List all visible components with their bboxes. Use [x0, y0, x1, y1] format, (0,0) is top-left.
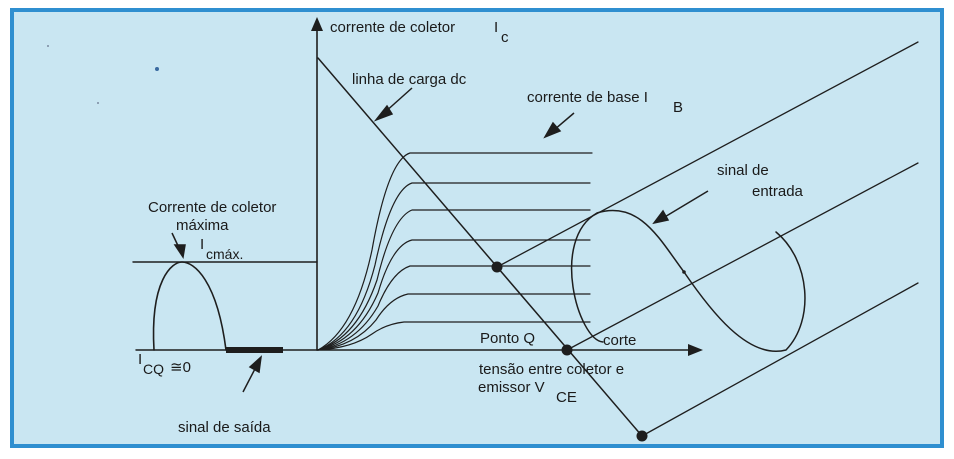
- speck: [47, 45, 49, 47]
- ic-symbol: I: [494, 19, 498, 36]
- ic-axis: [311, 17, 323, 351]
- dc-load-line: [317, 57, 643, 437]
- wave-tick: [682, 270, 686, 274]
- speck: [97, 102, 99, 104]
- characteristic-curves: [317, 152, 593, 351]
- input-signal-label-1: sinal de: [717, 162, 769, 179]
- base-current-label: corrente de base I: [527, 89, 648, 106]
- vce-subscript: CE: [556, 389, 577, 406]
- icq-subscript: CQ: [143, 361, 164, 377]
- input-signal-label-2: entrada: [752, 183, 804, 200]
- input-axis-upper: [496, 41, 919, 268]
- output-cutoff-bar: [226, 347, 283, 353]
- output-signal-label: sinal de saída: [178, 419, 271, 436]
- load-line-label: linha de carga dc: [352, 71, 467, 88]
- max-current-label-1: Corrente de coletor: [148, 199, 276, 216]
- output-half-wave: [152, 261, 227, 351]
- speck: [155, 67, 159, 71]
- ic-axis-label: corrente de coletor: [330, 19, 455, 36]
- icmax-subscript: cmáx.: [206, 246, 243, 262]
- input-axis-lower: [641, 282, 919, 437]
- lower-dot: [636, 430, 648, 442]
- input-axis-middle: [566, 162, 919, 351]
- input-signal-wave: [571, 209, 806, 353]
- panel-background: [10, 8, 944, 448]
- q-point-dot: [491, 261, 503, 273]
- vce-axis: [316, 344, 703, 356]
- icq-symbol: I: [138, 351, 142, 368]
- ic-subscript: c: [501, 29, 509, 46]
- icmax-symbol: I: [200, 236, 204, 253]
- cutoff-dot: [561, 344, 573, 356]
- max-current-label-2: máxima: [176, 217, 229, 234]
- icq-value: ≅0: [170, 359, 191, 376]
- q-point-label: Ponto Q: [480, 330, 535, 347]
- pointer-arrows: [171, 87, 709, 393]
- panel-border: [10, 8, 944, 448]
- vce-label-1: tensão entre coletor e: [479, 361, 624, 378]
- cutoff-label: corte: [603, 332, 636, 349]
- vce-label-2: emissor V: [478, 379, 545, 396]
- base-current-subscript: B: [673, 99, 683, 116]
